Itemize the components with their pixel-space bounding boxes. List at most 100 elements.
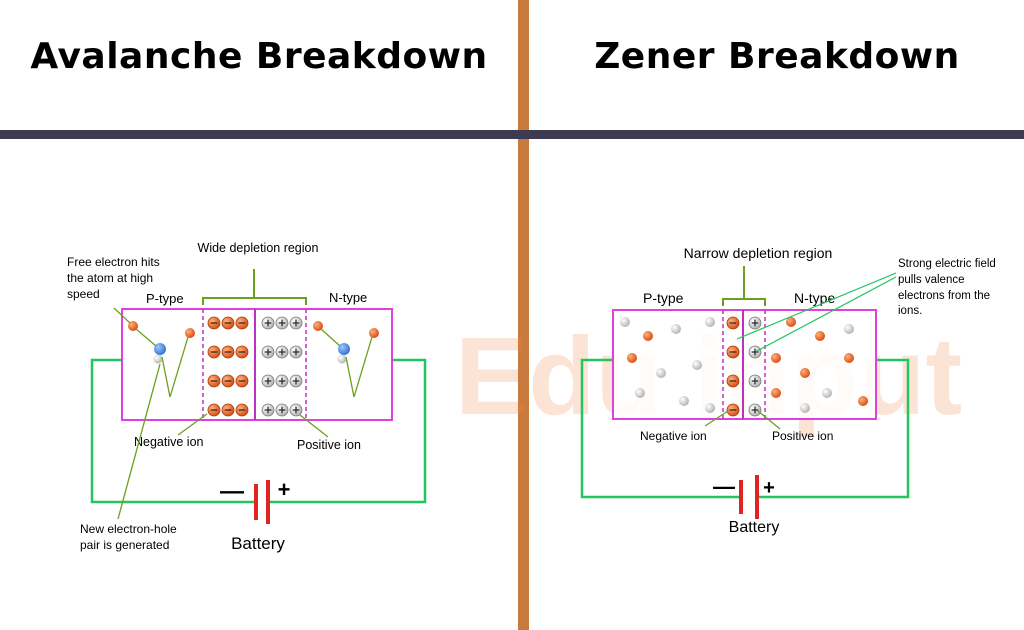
positive-ion bbox=[275, 374, 289, 388]
electron bbox=[771, 388, 781, 398]
negative-ion bbox=[726, 345, 740, 359]
positive-ion bbox=[748, 345, 762, 359]
electron-hole-label: New electron-hole pair is generated bbox=[80, 522, 180, 552]
avalanche-diagram: — + Battery Wide depletion region P-type… bbox=[67, 241, 427, 553]
negative-ion bbox=[235, 316, 249, 330]
negative-ion bbox=[207, 403, 221, 417]
label-leader bbox=[299, 414, 329, 438]
p-type-label: P-type bbox=[643, 290, 684, 306]
negative-ion bbox=[207, 345, 221, 359]
diagram-canvas: Edu input — + Battery bbox=[67, 241, 999, 553]
positive-ion bbox=[748, 374, 762, 388]
depletion-bracket bbox=[722, 298, 766, 306]
battery-label: Battery bbox=[729, 519, 780, 536]
p-region-carriers bbox=[620, 317, 715, 413]
n-type-label: N-type bbox=[794, 290, 835, 306]
positive-ion bbox=[289, 374, 303, 388]
positive-ions bbox=[261, 316, 303, 417]
negative-ion bbox=[221, 316, 235, 330]
negative-ions bbox=[207, 316, 249, 417]
hole bbox=[635, 388, 645, 398]
negative-ion bbox=[207, 374, 221, 388]
positive-ion bbox=[275, 403, 289, 417]
electron bbox=[786, 317, 796, 327]
electron bbox=[185, 328, 195, 338]
hole bbox=[656, 368, 666, 378]
electron bbox=[627, 353, 637, 363]
atom bbox=[154, 343, 166, 355]
circuit-wire-right bbox=[268, 358, 427, 504]
negative-ion bbox=[221, 374, 235, 388]
electron-path bbox=[161, 336, 189, 398]
field-label: Strong electric field pulls valence elec… bbox=[898, 258, 999, 317]
positive-ion bbox=[289, 403, 303, 417]
depletion-label: Wide depletion region bbox=[198, 241, 319, 255]
electron-path bbox=[135, 328, 157, 347]
label-leader bbox=[117, 363, 161, 520]
hole bbox=[705, 317, 715, 327]
label-leader bbox=[704, 410, 729, 427]
battery-plus: + bbox=[763, 477, 775, 499]
positive-ions bbox=[748, 316, 762, 417]
atom-hole bbox=[153, 354, 163, 364]
free-electron bbox=[128, 321, 138, 331]
positive-ion bbox=[748, 316, 762, 330]
electron bbox=[844, 353, 854, 363]
free-electron-label: Free electron hits the atom at high spee… bbox=[67, 255, 163, 301]
hole bbox=[705, 403, 715, 413]
p-type-label: P-type bbox=[146, 291, 184, 306]
positive-ion bbox=[275, 345, 289, 359]
free-electron bbox=[313, 321, 323, 331]
label-leader bbox=[113, 307, 131, 324]
circuit-wire-left bbox=[580, 358, 741, 499]
atom-hole bbox=[337, 354, 347, 364]
pn-junction-box bbox=[121, 308, 393, 421]
electron bbox=[369, 328, 379, 338]
electron-path bbox=[320, 328, 341, 347]
n-region-carriers bbox=[771, 317, 868, 413]
battery-minus: — bbox=[713, 474, 735, 499]
negative-ion bbox=[726, 374, 740, 388]
negative-ion bbox=[221, 345, 235, 359]
hole bbox=[822, 388, 832, 398]
negative-ion bbox=[207, 316, 221, 330]
electron bbox=[858, 396, 868, 406]
label-leader bbox=[177, 413, 208, 436]
avalanche-title: Avalanche Breakdown bbox=[30, 36, 488, 77]
circuit-wire-right bbox=[757, 358, 910, 499]
negative-ion bbox=[235, 374, 249, 388]
circuit-wire-left bbox=[90, 358, 256, 504]
positive-ion-label: Positive ion bbox=[297, 438, 361, 452]
positive-ion bbox=[748, 403, 762, 417]
positive-ion bbox=[261, 403, 275, 417]
hole bbox=[692, 360, 702, 370]
positive-ion bbox=[261, 345, 275, 359]
negative-ion bbox=[221, 403, 235, 417]
electron bbox=[771, 353, 781, 363]
battery-label: Battery bbox=[231, 534, 285, 553]
negative-ion-label: Negative ion bbox=[640, 429, 707, 443]
n-type-label: N-type bbox=[329, 290, 367, 305]
hole bbox=[620, 317, 630, 327]
negative-ion bbox=[235, 345, 249, 359]
negative-ion bbox=[726, 403, 740, 417]
positive-ion bbox=[261, 374, 275, 388]
electron-path bbox=[345, 336, 373, 398]
negative-ion bbox=[235, 403, 249, 417]
electron bbox=[800, 368, 810, 378]
positive-ion bbox=[289, 316, 303, 330]
label-leader bbox=[757, 410, 781, 430]
hole bbox=[844, 324, 854, 334]
field-leader bbox=[736, 272, 897, 340]
depletion-label: Narrow depletion region bbox=[684, 245, 833, 261]
negative-ion-label: Negative ion bbox=[134, 435, 204, 449]
zener-title: Zener Breakdown bbox=[594, 36, 960, 77]
depletion-bracket bbox=[202, 297, 307, 305]
hole bbox=[800, 403, 810, 413]
hole bbox=[671, 324, 681, 334]
electron bbox=[643, 331, 653, 341]
battery-plus: + bbox=[278, 477, 291, 502]
negative-ions bbox=[726, 316, 740, 417]
atom bbox=[338, 343, 350, 355]
pn-junction-box bbox=[612, 309, 877, 420]
